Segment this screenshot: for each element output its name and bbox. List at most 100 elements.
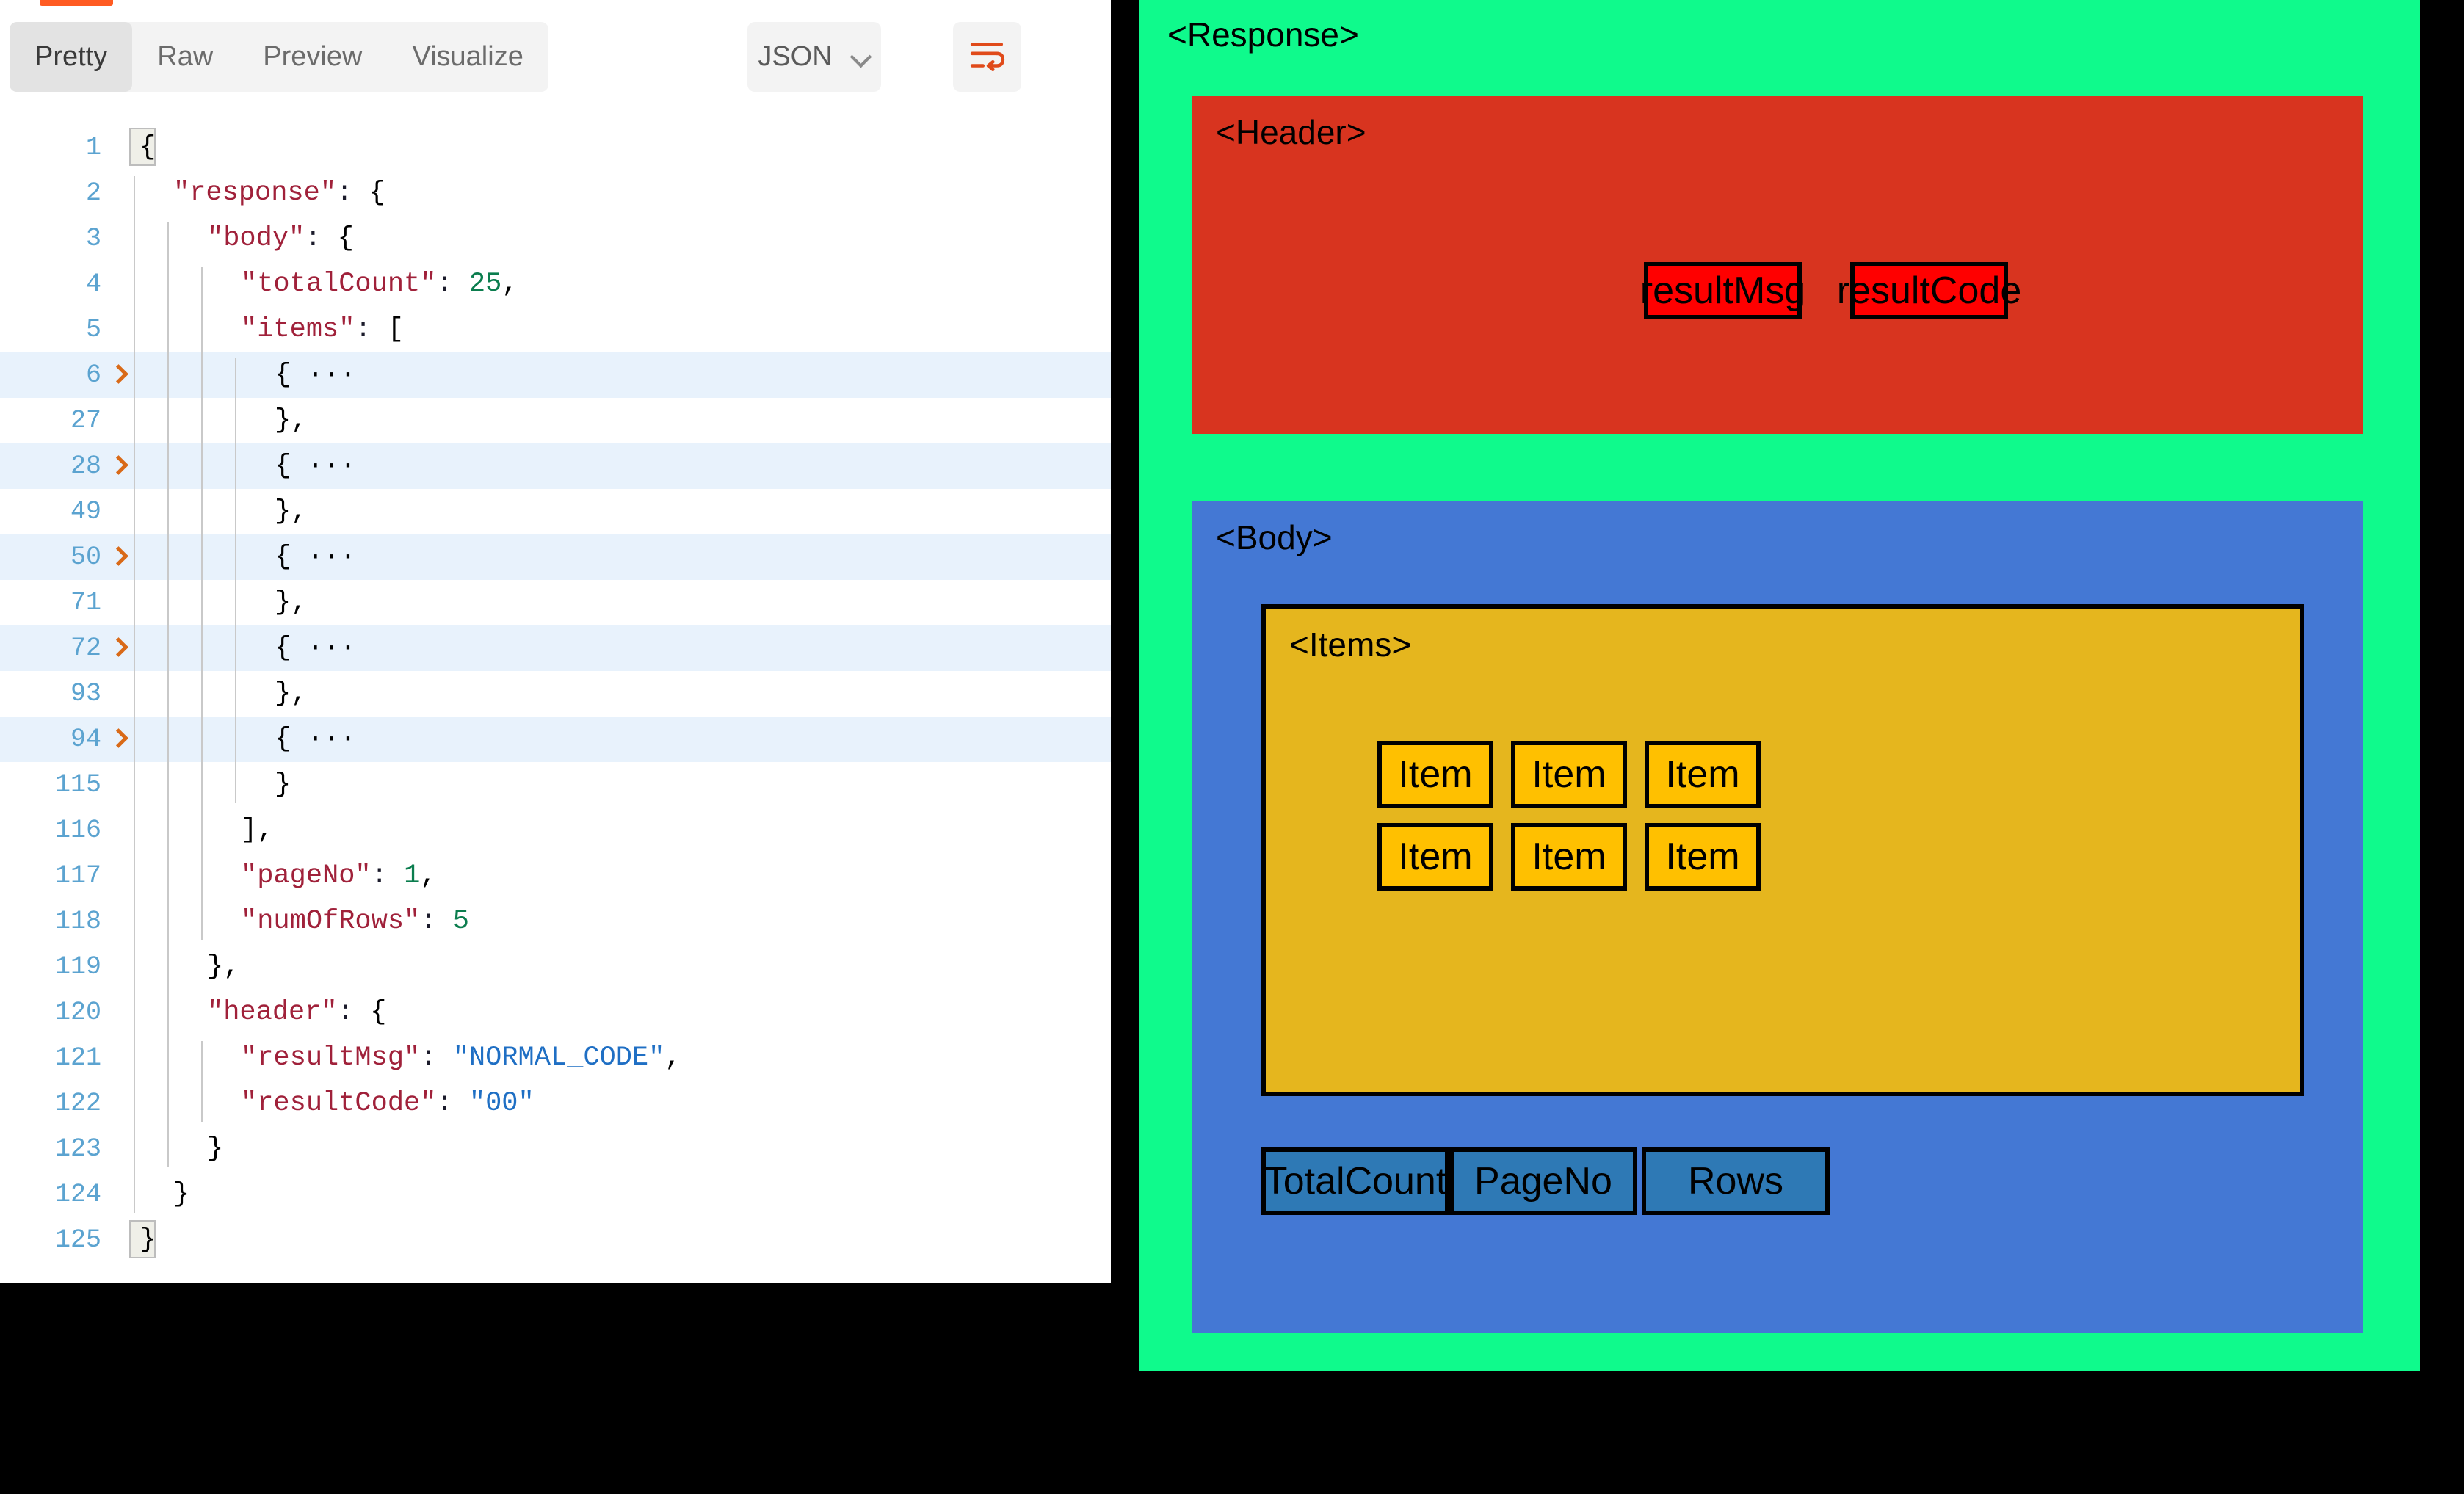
code-line[interactable]: 120"header": { [0,990,1111,1035]
response-label: <Response> [1167,15,1359,54]
item-box[interactable]: Item [1645,741,1761,808]
json-code-area[interactable]: 1{2"response": {3"body": {4"totalCount":… [0,125,1111,1283]
code-text: "response": { [173,178,385,208]
code-line[interactable]: 121 "resultMsg": "NORMAL_CODE", [0,1035,1111,1081]
line-number: 3 [85,224,101,253]
active-tab-indicator [40,0,113,6]
code-line[interactable]: 117 "pageNo": 1, [0,853,1111,899]
brace-open-highlight [129,128,156,166]
code-text: }, [275,405,308,436]
line-number: 72 [70,634,101,663]
body-group: <Body> <Items> Item Item Item Item Item … [1192,501,2363,1333]
code-line[interactable]: 123} [0,1126,1111,1172]
line-number: 2 [85,178,101,208]
word-wrap-button[interactable] [953,22,1021,92]
body-label: <Body> [1216,518,1333,556]
header-box-resultmsg[interactable]: resultMsg [1640,262,1805,319]
chevron-right-icon[interactable] [110,363,126,388]
brace-close-highlight [129,1220,156,1258]
code-text: }, [207,951,240,982]
code-text: } [207,1134,224,1164]
code-line[interactable]: 27}, [0,398,1111,443]
code-line[interactable]: 93}, [0,671,1111,717]
code-line[interactable]: 118 "numOfRows": 5 [0,899,1111,944]
line-number: 4 [85,269,101,299]
meta-box-rows[interactable]: Rows [1642,1147,1830,1215]
code-line[interactable]: 28 { ··· [0,443,1111,489]
chevron-right-icon[interactable] [110,545,126,570]
tab-visualize[interactable]: Visualize [412,41,523,72]
line-number: 117 [54,861,101,891]
item-box[interactable]: Item [1511,823,1627,891]
chevron-right-icon[interactable] [110,454,126,479]
meta-box-totalcount[interactable]: TotalCount [1261,1147,1449,1215]
code-text: "pageNo": 1, [241,860,437,891]
line-number: 115 [54,770,101,799]
line-number: 93 [70,679,101,708]
tab-preview[interactable]: Preview [263,41,363,72]
code-line[interactable]: 94{ ··· [0,717,1111,762]
line-number: 118 [54,907,101,936]
response-structure-diagram: <Response> <Header> resultMsg resultCode… [1139,0,2420,1371]
code-line[interactable]: 6{ ··· [0,352,1111,398]
code-text: ], [241,815,274,846]
chevron-right-icon[interactable] [110,727,126,752]
format-select-value: JSON [758,41,833,72]
item-box[interactable]: Item [1645,823,1761,891]
code-line[interactable]: 116], [0,808,1111,853]
line-number: 94 [70,725,101,754]
item-box[interactable]: Item [1377,823,1493,891]
code-line[interactable]: 115} [0,762,1111,808]
line-number: 120 [54,998,101,1027]
code-line[interactable]: 124} [0,1172,1111,1217]
code-text: "body": { [207,223,354,254]
line-number: 49 [70,497,101,526]
code-text: { ··· [275,360,357,391]
code-line[interactable]: 71}, [0,580,1111,625]
line-number: 121 [54,1043,101,1073]
tab-pretty[interactable]: Pretty [10,22,133,92]
response-toolbar: Pretty Raw Preview Visualize JSON [0,20,1111,97]
code-line[interactable]: 119}, [0,944,1111,990]
code-text: } [139,1225,156,1255]
code-line[interactable]: 3 "body": { [0,216,1111,261]
line-number: 124 [54,1180,101,1209]
line-number: 71 [70,588,101,617]
code-line[interactable]: 49}, [0,489,1111,534]
indent-guide [167,222,169,1167]
code-line[interactable]: 4 "totalCount": 25, [0,261,1111,307]
code-text: "numOfRows": 5 [241,906,469,937]
code-line[interactable]: 72{ ··· [0,625,1111,671]
code-text: { ··· [275,451,357,482]
format-select[interactable]: JSON [747,22,881,92]
line-number: 122 [54,1089,101,1118]
code-text: }, [275,678,308,709]
meta-box-pageno[interactable]: PageNo [1449,1147,1637,1215]
code-text: "totalCount": 25, [241,269,518,300]
code-text: { ··· [275,542,357,573]
code-line[interactable]: 1{ [0,125,1111,170]
code-line[interactable]: 2 "response": { [0,170,1111,216]
line-number: 1 [85,133,101,162]
line-number: 50 [70,543,101,572]
header-label: <Header> [1216,113,1366,151]
code-line[interactable]: 122"resultCode": "00" [0,1081,1111,1126]
line-number: 28 [70,452,101,481]
code-line[interactable]: 5"items": [ [0,307,1111,352]
header-box-resultcode[interactable]: resultCode [1837,262,2021,319]
item-box[interactable]: Item [1377,741,1493,808]
indent-guide [201,267,203,940]
code-text: { [139,132,156,163]
code-text: }, [275,496,308,527]
item-box[interactable]: Item [1511,741,1627,808]
code-line[interactable]: 125} [0,1217,1111,1263]
word-wrap-icon [969,38,1006,79]
code-text: "resultMsg": "NORMAL_CODE", [241,1042,681,1073]
view-mode-tabs[interactable]: Pretty Raw Preview Visualize [10,22,548,92]
code-line[interactable]: 50 { ··· [0,534,1111,580]
code-text: }, [275,587,308,618]
line-number: 125 [54,1225,101,1255]
chevron-right-icon[interactable] [110,636,126,661]
tab-raw[interactable]: Raw [157,41,214,72]
